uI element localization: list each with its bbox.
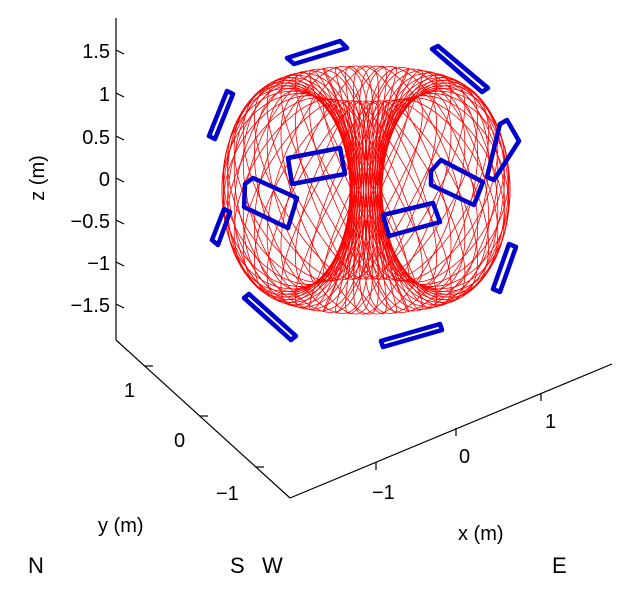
z-tick-mark (115, 135, 125, 141)
outer-coil (378, 321, 445, 350)
coil-set (206, 38, 522, 350)
field-line (266, 71, 351, 304)
x-ticks (375, 393, 542, 470)
field-line (223, 95, 469, 314)
inner-coil (285, 145, 348, 187)
field-line (228, 67, 483, 283)
x-tick-label: 0 (459, 446, 470, 468)
field-line (233, 66, 389, 295)
x-tick-label: 1 (545, 411, 556, 433)
plasma-surface (221, 65, 511, 315)
field-line (223, 66, 469, 285)
outer-coil (206, 88, 236, 142)
z-tick-mark (115, 303, 125, 309)
z-tick-label: 1.5 (82, 41, 110, 63)
y-tick-label: 1 (124, 380, 135, 402)
compass-south: S (230, 553, 245, 578)
outer-coil (429, 43, 491, 95)
z-tick-mark (115, 177, 125, 183)
field-line (300, 100, 510, 303)
outer-coil (490, 241, 519, 295)
z-tick-mark (115, 49, 125, 55)
inner-coil (428, 157, 486, 208)
z-tick-mark (115, 261, 125, 267)
field-line (249, 70, 504, 281)
y-axis-label: y (m) (98, 515, 144, 537)
field-line (263, 72, 509, 280)
outer-coil (241, 291, 299, 343)
field-line (242, 67, 367, 298)
compass-east: E (552, 553, 567, 578)
outer-coil (484, 117, 522, 183)
field-line (380, 96, 479, 293)
x-tick-label: −1 (372, 482, 395, 504)
compass-west: W (262, 553, 283, 578)
z-tick-mark (115, 219, 125, 225)
field-line (227, 65, 411, 292)
z-ticks (115, 49, 125, 309)
z-tick-label: 0.5 (82, 127, 110, 149)
inner-coil (380, 200, 443, 239)
z-tick-label: 0 (99, 169, 110, 191)
y-ticks (145, 365, 264, 468)
outer-coil (209, 206, 233, 248)
inner-coil (241, 175, 300, 231)
y-tick-label: 0 (174, 430, 185, 452)
z-axis-label: z (m) (27, 155, 49, 201)
z-tick-label: −0.5 (71, 211, 110, 233)
field-line (253, 69, 352, 301)
compass-north: N (28, 553, 44, 578)
field-line (222, 65, 432, 290)
z-tick-mark (115, 92, 125, 98)
x-axis-line (289, 363, 613, 499)
field-line (381, 94, 466, 290)
field-line (237, 68, 495, 282)
outer-coil (284, 38, 350, 67)
z-tick-label: −1.5 (71, 295, 110, 317)
z-tick-label: −1 (87, 253, 110, 275)
y-axis-line (115, 339, 291, 499)
x-axis-label: x (m) (458, 523, 504, 545)
y-tick-label: −1 (216, 483, 239, 505)
z-tick-label: 1 (99, 84, 110, 106)
